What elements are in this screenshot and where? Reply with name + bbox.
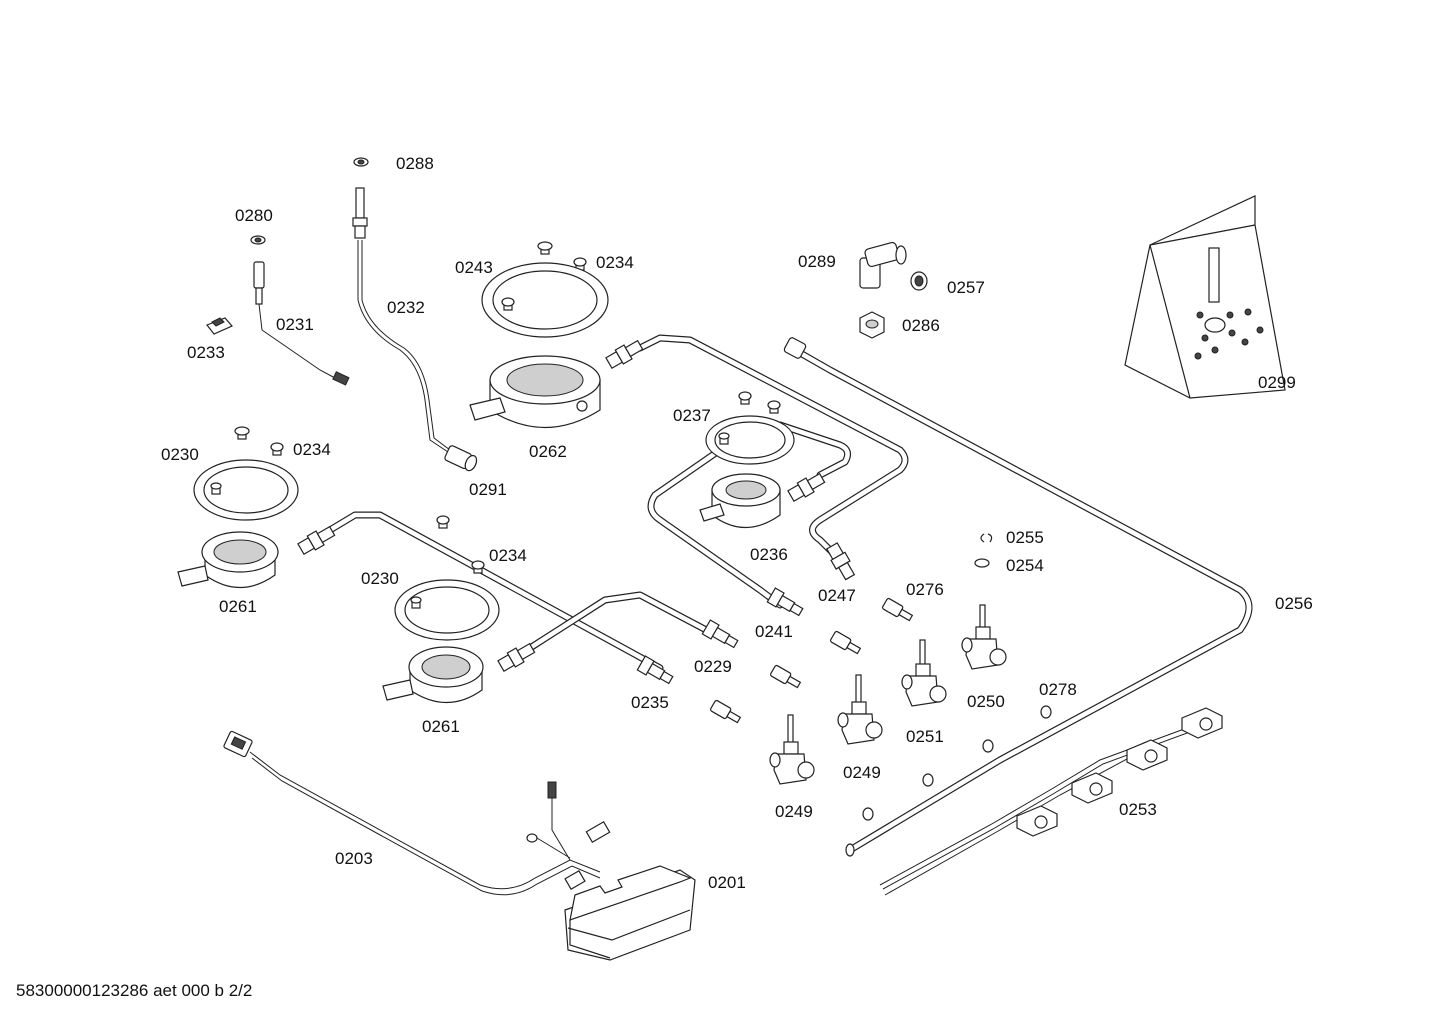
part-label: 0229 [694, 657, 732, 676]
part-label: 0234 [596, 253, 634, 272]
part-label: 0253 [1119, 800, 1157, 819]
part-label: 0249 [843, 763, 881, 782]
gas-valves [710, 597, 1007, 785]
part-label: 0251 [906, 727, 944, 746]
burner-0262-group [469, 241, 609, 429]
part-label: 0255 [1006, 528, 1044, 547]
part-label: 0286 [902, 316, 940, 335]
part-label: 0262 [529, 442, 567, 461]
part-label: 0261 [219, 597, 257, 616]
document-footer: 58300000123286 aet 000 b 2/2 [16, 981, 253, 1000]
part-label: 0231 [276, 315, 314, 334]
part-label: 0299 [1258, 373, 1296, 392]
connector-fittings [859, 241, 928, 339]
ignition-switch-harness [879, 707, 1223, 896]
small-nuts [862, 705, 1052, 821]
part-label: 0234 [489, 546, 527, 565]
parts-bag [1124, 195, 1286, 399]
part-label: 0233 [187, 343, 225, 362]
part-label: 0247 [818, 586, 856, 605]
part-label: 0254 [1006, 556, 1044, 575]
ignition-electrode [206, 235, 350, 386]
part-label: 0201 [708, 873, 746, 892]
part-label: 0237 [673, 406, 711, 425]
burner-0236-group [699, 391, 795, 528]
part-label: 0230 [361, 569, 399, 588]
part-label: 0288 [396, 154, 434, 173]
burner-0261-front-group [382, 515, 500, 704]
part-label: 0203 [335, 849, 373, 868]
part-label: 0291 [469, 480, 507, 499]
part-label: 0243 [455, 258, 493, 277]
part-label: 0280 [235, 206, 273, 225]
part-label: 0256 [1275, 594, 1313, 613]
part-label: 0289 [798, 252, 836, 271]
part-label: 0232 [387, 298, 425, 317]
part-label: 0235 [631, 693, 669, 712]
burner-pipe-front [526, 591, 714, 652]
part-label: 0234 [293, 440, 331, 459]
part-label: 0230 [161, 445, 199, 464]
part-label: 0276 [906, 580, 944, 599]
part-label: 0250 [967, 692, 1005, 711]
injector-fittings [297, 339, 856, 685]
thermocouple-assembly [352, 157, 478, 472]
part-label: 0261 [422, 717, 460, 736]
clip-and-seal [974, 533, 993, 568]
burner-pipe-left [326, 511, 664, 672]
burner-0261-rear-group [177, 426, 299, 588]
burner-pipe-rear [636, 334, 909, 564]
ignition-cable-and-module [223, 730, 696, 961]
main-gas-pipe [783, 337, 1253, 857]
part-label: 0278 [1039, 680, 1077, 699]
part-label: 0241 [755, 622, 793, 641]
part-label: 0249 [775, 802, 813, 821]
part-label: 0257 [947, 278, 985, 297]
part-label: 0236 [750, 545, 788, 564]
